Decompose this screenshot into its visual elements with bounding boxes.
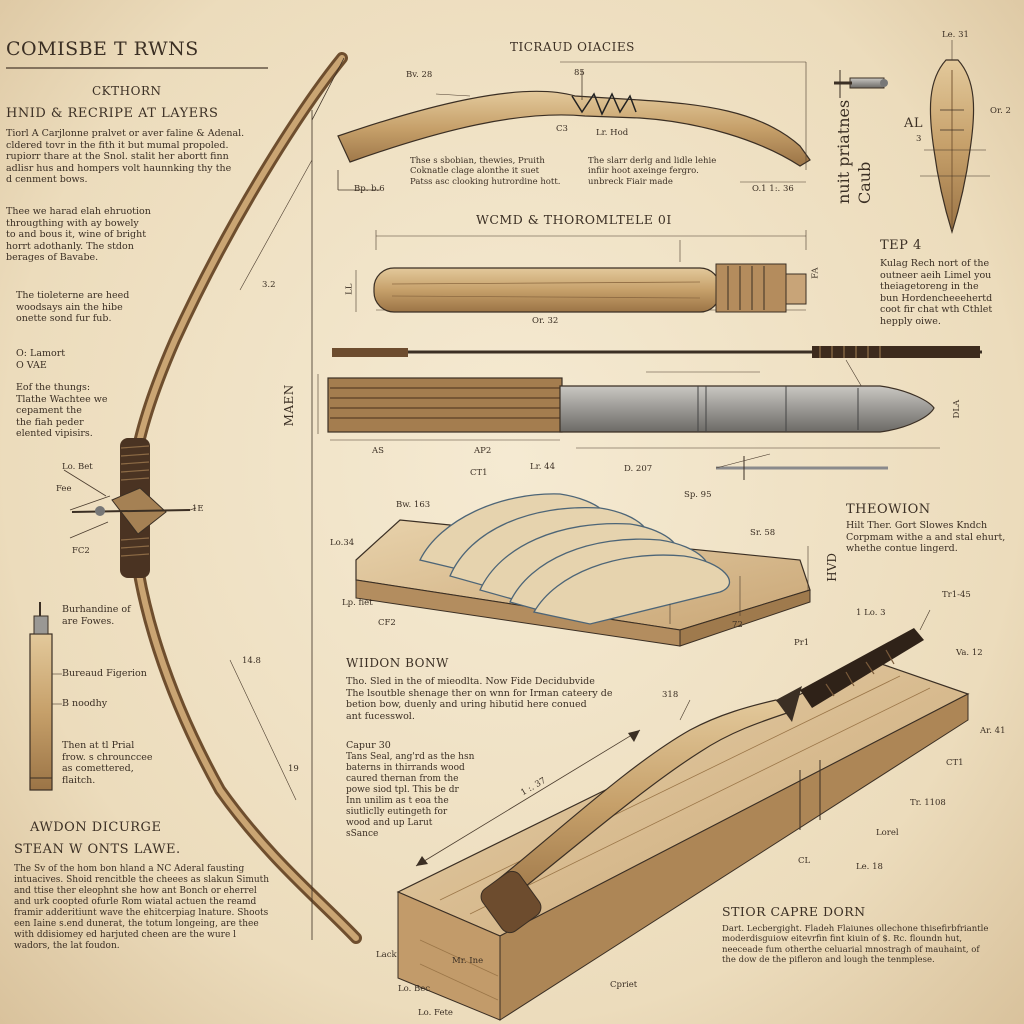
label-318: 318	[662, 690, 679, 700]
top-diagram-title: TICRAUD OIACIES	[510, 40, 635, 54]
label-ar41: Ar. 41	[980, 726, 1006, 736]
label-sp95: Sp. 95	[684, 490, 712, 500]
tep-body: Kulag Rech nort of the outneer aeih Lime…	[880, 258, 993, 327]
left-section1-heading: HNID & RECRIPE AT LAYERS	[6, 106, 219, 121]
laminated-arrow-drawing	[327, 377, 935, 433]
label-maen: MAEN	[281, 384, 296, 427]
label-pr1: Pr1	[794, 638, 810, 648]
vertical-note: nuit priatnes Caub	[834, 99, 874, 204]
label-cf2: CF2	[378, 618, 396, 628]
stior-capre-body: Dart. Lecbergight. Fladeh Flaiunes ollec…	[722, 924, 989, 966]
label-cpriet: Cpriet	[610, 980, 638, 990]
fletching-board-drawing	[355, 493, 811, 647]
label-ll: LL	[344, 283, 355, 295]
limb-drawing	[337, 61, 811, 191]
label-dla: DLA	[952, 399, 963, 419]
label-lack: Lack	[376, 950, 397, 960]
label-tr1108: Tr. 1108	[910, 798, 946, 808]
label-al: AL	[904, 116, 924, 131]
tep-heading: TEP 4	[880, 238, 922, 253]
arrow-on-board-drawing	[415, 609, 931, 934]
small-rod-drawing	[715, 453, 888, 480]
top-note-right: The slarr derlg and lidle lehie infiir h…	[588, 156, 717, 187]
label-lpfiet: Lp. fiet	[342, 598, 373, 608]
label-bpb6: Bp. b.6	[354, 184, 385, 194]
label-fa: FA	[810, 267, 821, 279]
widon-bonw-body: Tho. Sled in the of mieodlta. Now Fide D…	[346, 676, 613, 722]
top-note-left: Thse s sbobian, thewies, Pruith Coknatle…	[410, 156, 561, 187]
label-lobec: Lo. Bec	[398, 984, 431, 994]
shaft-blank-drawing	[373, 263, 807, 313]
label-1e: 1E	[192, 504, 204, 514]
arrow-shaft-drawing	[332, 346, 982, 358]
mid-diagram-heading: WCMD & THOROMLTELE 0I	[476, 212, 672, 227]
label-ct1-bottom: CT1	[946, 758, 964, 768]
theowion-heading: THEOWION	[846, 502, 931, 517]
label-sr58: Sr. 58	[750, 528, 776, 538]
label-fee: Fee	[56, 484, 72, 494]
fitting-drawing	[834, 70, 888, 98]
recurve-bow-drawing	[63, 52, 362, 944]
label-ap2: AP2	[474, 446, 492, 456]
page-title: COMISBE T RWNS	[6, 38, 199, 60]
left-section1-body: Tiorl A Carjlonne pralvet or aver faline…	[6, 128, 245, 186]
label-mrine: Mr. Ine	[452, 956, 484, 966]
label-as: AS	[372, 446, 384, 456]
tool-note-1: Burhandine of are Fowes.	[62, 604, 131, 627]
left-lamort-label: O: Lamort O VAE	[16, 348, 66, 371]
label-lo3: 1 Lo. 3	[856, 608, 886, 618]
label-fc2: FC2	[72, 546, 90, 556]
label-lorel: Lorel	[876, 828, 899, 838]
label-14-8: 14.8	[242, 656, 261, 666]
label-85: 85	[574, 68, 585, 78]
label-o136: O.1 1:. 36	[752, 184, 794, 194]
label-bw163: Bw. 163	[396, 500, 431, 510]
stior-capre-heading: STIOR CAPRE DORN	[722, 904, 866, 919]
left-section4-body: Eof the thungs: Tlathe Wachtee we cepame…	[16, 382, 108, 440]
label-72: 72	[732, 620, 743, 630]
left-subtitle: CKTHORN	[92, 84, 162, 98]
caption-body: Tans Seal, ang'rd as the hsn baterns in …	[346, 752, 475, 839]
label-3-2: 3.2	[262, 280, 276, 290]
label-cl: CL	[798, 856, 811, 866]
label-c3: C3	[556, 124, 568, 134]
label-le31: Le. 31	[942, 30, 969, 40]
widon-bonw-heading: WIIDON BONW	[346, 656, 449, 670]
left-section2-body: Thee we harad elah ehruotion througthing…	[6, 206, 151, 264]
label-hvd: HVD	[825, 552, 840, 582]
theowion-body: Hilt Ther. Gort Slowes Kndch Corpmam wit…	[846, 520, 1006, 555]
label-or2: Or. 2	[990, 106, 1011, 116]
label-lobet: Lo. Bet	[62, 462, 93, 472]
label-lo34: Lo.34	[330, 538, 355, 548]
label-lr44: Lr. 44	[530, 462, 555, 472]
label-3: 3	[916, 134, 922, 144]
tool-note-4: Then at tl Prial frow. s chrounccee as c…	[62, 740, 153, 786]
bottom-left-heading-2: STEAN W ONTS LAWE.	[14, 842, 181, 857]
label-d207: D. 207	[624, 464, 653, 474]
tool-note-3: B noodhy	[62, 698, 108, 709]
caption-heading: Capur 30	[346, 740, 391, 751]
chisel-tool-drawing	[29, 602, 62, 791]
bottom-left-body: The Sv of the hom bon hland a NC Aderal …	[14, 864, 270, 951]
bottom-left-heading-1: AWDON DICURGE	[30, 820, 162, 835]
label-va12: Va. 12	[956, 648, 983, 658]
tool-note-2: Bureaud Figerion	[62, 668, 147, 679]
label-or32: Or. 32	[532, 316, 559, 326]
label-19: 19	[288, 764, 299, 774]
label-ct1-top: CT1	[470, 468, 488, 478]
label-tr145: Tr1-45	[942, 590, 971, 600]
label-le18: Le. 18	[856, 862, 883, 872]
label-lrhod: Lr. Hod	[596, 128, 629, 138]
label-lofete: Lo. Fete	[418, 1008, 453, 1018]
label-bv28: Bv. 28	[406, 70, 433, 80]
left-section3-body: The tioleterne are heed woodsays ain the…	[16, 290, 130, 325]
nock-drawing	[920, 40, 990, 235]
